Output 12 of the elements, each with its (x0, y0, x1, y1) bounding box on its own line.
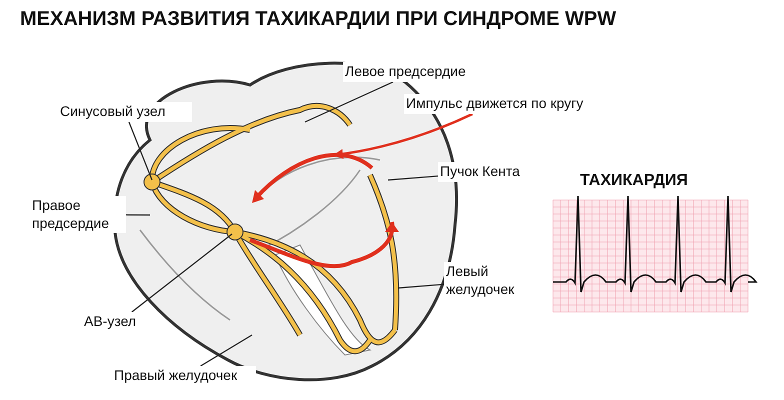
leader-line (304, 81, 394, 123)
part-label: Правый желудочек (112, 366, 256, 386)
chart-title: ТАХИКАРДИЯ (580, 172, 688, 190)
leader-line (398, 284, 444, 289)
leader-line (126, 214, 150, 216)
leader-line (131, 234, 232, 312)
part-label: Синусовый узел (58, 102, 192, 122)
leader-line (200, 334, 252, 367)
leader-line (388, 175, 438, 181)
leader-line (128, 122, 153, 180)
diagram-title: МЕХАНИЗМ РАЗВИТИЯ ТАХИКАРДИИ ПРИ СИНДРОМЕ WPW (20, 8, 616, 31)
part-label: Правое предсердие (30, 196, 126, 233)
